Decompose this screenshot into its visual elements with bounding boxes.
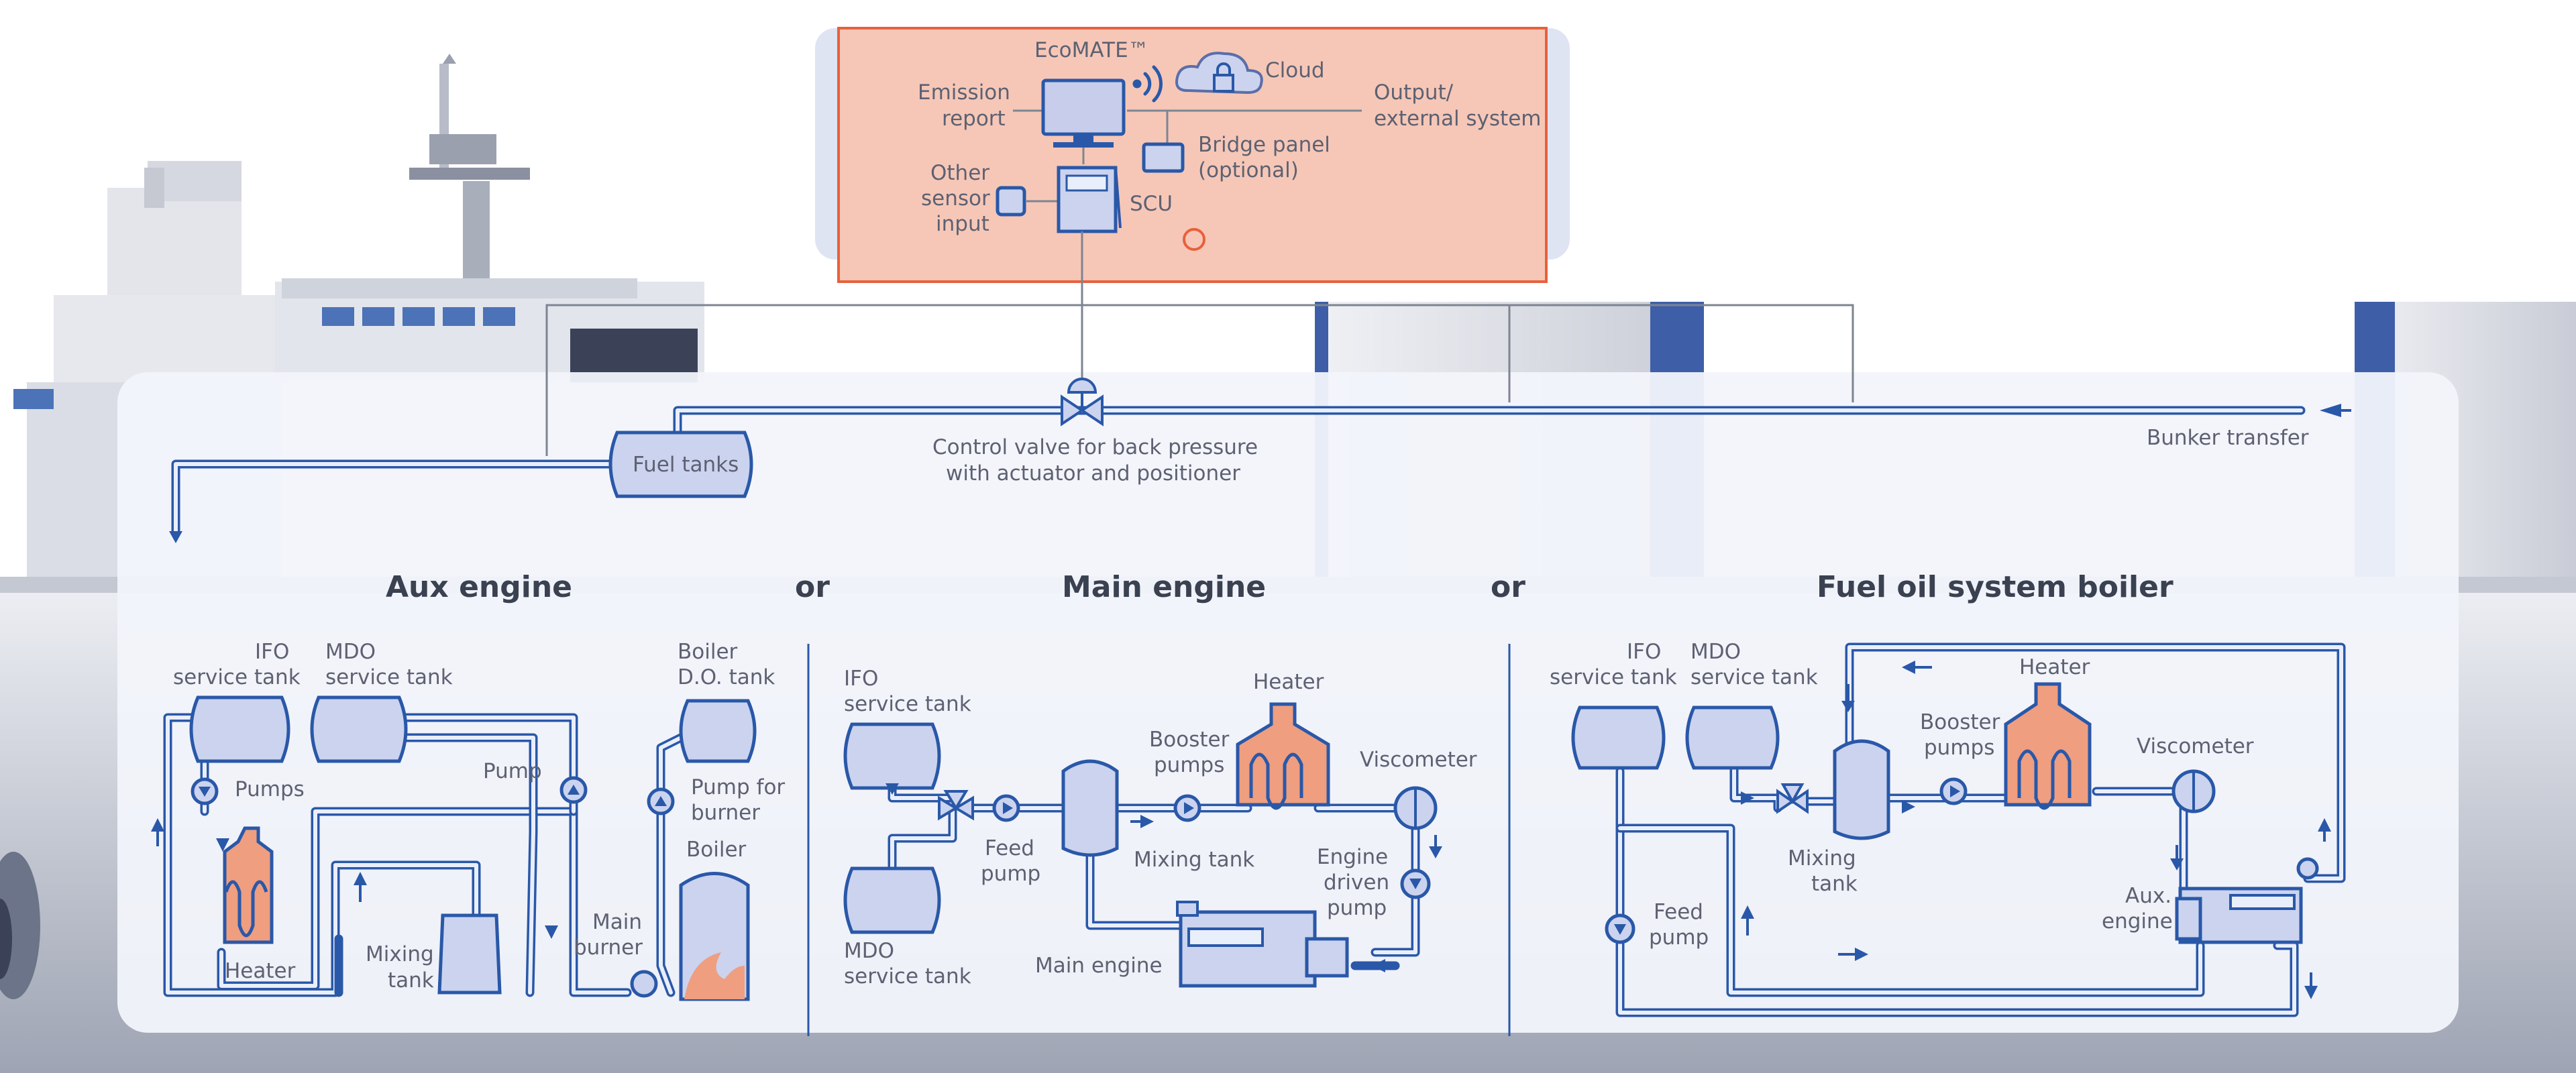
- aux-engine-title: Aux engine: [386, 570, 572, 604]
- boiler-label: Boiler: [686, 838, 747, 862]
- engine-driven-pump-label-3: pump: [1327, 896, 1387, 920]
- engine-driven-pump-label-1: Engine: [1317, 845, 1388, 869]
- main-viscometer-label: Viscometer: [1360, 748, 1477, 772]
- bridge-panel-label-1: Bridge panel: [1198, 133, 1330, 157]
- fob-ifo-label-2: service tank: [1550, 665, 1677, 689]
- ecomate-box: EcoMATE™ Cloud Emission report Output/ e…: [815, 27, 1570, 283]
- pump-for-burner-label-2: burner: [691, 801, 760, 825]
- emission-report-label-1: Emission: [918, 80, 1010, 105]
- control-valve-label-1: Control valve for back pressure: [932, 435, 1258, 459]
- fob-mdo-label-1: MDO: [1690, 640, 1741, 664]
- output-label-1: Output/: [1374, 80, 1454, 105]
- fob-heater-label: Heater: [2019, 655, 2090, 679]
- fob-feed-pump-label-1: Feed: [1654, 900, 1703, 924]
- cloud-icon: [1175, 52, 1263, 95]
- main-mdo-label-2: service tank: [844, 964, 971, 989]
- aux-pump-label: Pump: [483, 759, 542, 783]
- main-booster-label-2: pumps: [1154, 753, 1224, 777]
- main-engine-title: Main engine: [1062, 570, 1266, 604]
- fuel-tanks-label: Fuel tanks: [633, 453, 739, 477]
- aux-engine-section: IFO service tank MDO service tank Boiler…: [151, 640, 785, 1001]
- aux-ifo-label-2: service tank: [173, 665, 301, 689]
- main-booster-label-1: Booster: [1149, 728, 1230, 752]
- fob-booster-label-2: pumps: [1924, 736, 1994, 760]
- aux-boiler-do-label-2: D.O. tank: [678, 665, 775, 689]
- control-valve-icon: [1061, 378, 1104, 427]
- main-feed-pump-label-2: pump: [981, 862, 1040, 886]
- status-indicator: [1183, 228, 1205, 251]
- fob-aux-engine-label-1: Aux.: [2125, 884, 2171, 908]
- scu-label: SCU: [1130, 192, 1173, 216]
- main-feed-pump-label-1: Feed: [985, 836, 1034, 860]
- fob-mixing-tank-label-2: tank: [1811, 872, 1858, 896]
- output-label-2: external system: [1374, 107, 1541, 131]
- main-mixing-tank-label: Mixing tank: [1134, 848, 1254, 872]
- main-engine-icon: [1176, 901, 1349, 988]
- main-mdo-label-1: MDO: [844, 939, 894, 963]
- boiler-system-title: Fuel oil system boiler: [1817, 570, 2174, 604]
- main-ifo-label-1: IFO: [844, 667, 878, 691]
- scu-icon: [1057, 166, 1122, 233]
- boiler-system-section: IFO service tank MDO service tank Heater…: [1550, 640, 2346, 1017]
- other-sensor-label-3: input: [936, 212, 989, 236]
- aux-boiler-do-label-1: Boiler: [678, 640, 738, 664]
- cloud-label: Cloud: [1265, 58, 1325, 82]
- mixing-tank-label-2: tank: [388, 968, 434, 993]
- main-burner-icon: [630, 970, 658, 998]
- emission-report-label-2: report: [942, 107, 1006, 131]
- main-heater-label: Heater: [1253, 670, 1324, 694]
- bridge-panel-label-2: (optional): [1198, 158, 1299, 182]
- sensor-icon: [996, 186, 1026, 217]
- computer-icon: [1041, 78, 1126, 136]
- other-sensor-label-2: sensor: [921, 186, 990, 211]
- or-label-1: or: [795, 570, 830, 604]
- bridge-panel-icon: [1142, 142, 1185, 173]
- fob-mdo-label-2: service tank: [1690, 665, 1818, 689]
- main-valve-icon: [938, 790, 974, 821]
- top-piping: Fuel tanks Control valve for back pressu…: [169, 378, 2351, 543]
- fuel-tanks-icon: [608, 431, 753, 498]
- fob-aux-engine-icon: [2175, 857, 2319, 944]
- fob-viscometer-label: Viscometer: [2137, 734, 2254, 758]
- fob-mixing-tank-label-1: Mixing: [1788, 846, 1856, 870]
- or-label-2: or: [1491, 570, 1525, 604]
- bunker-transfer-label: Bunker transfer: [2147, 426, 2309, 450]
- aux-mdo-label-1: MDO: [325, 640, 376, 664]
- main-ifo-label-2: service tank: [844, 692, 971, 716]
- fob-valve-icon: [1776, 783, 1809, 814]
- aux-heater-label: Heater: [225, 959, 296, 983]
- fob-booster-label-1: Booster: [1920, 710, 2000, 734]
- aux-mdo-label-2: service tank: [325, 665, 453, 689]
- main-burner-label-1: Main: [592, 910, 642, 934]
- aux-ifo-label-1: IFO: [255, 640, 289, 664]
- aux-heater-icon: [223, 826, 274, 944]
- main-engine-label: Main engine: [1035, 954, 1163, 978]
- engine-driven-pump-label-2: driven: [1324, 870, 1389, 895]
- main-burner-label-2: burner: [574, 936, 643, 960]
- fob-ifo-label-1: IFO: [1627, 640, 1661, 664]
- mixing-tank-label-1: Mixing: [366, 942, 434, 966]
- main-heater-icon: [1236, 702, 1330, 807]
- fob-aux-engine-label-2: engine: [2102, 909, 2173, 934]
- aux-pumps-label: Pumps: [235, 777, 305, 801]
- fob-feed-pump-label-2: pump: [1649, 925, 1709, 950]
- ecomate-title: EcoMATE™: [1034, 38, 1149, 62]
- pump-for-burner-label-1: Pump for: [691, 775, 785, 799]
- control-valve-label-2: with actuator and positioner: [946, 461, 1240, 486]
- main-engine-section: IFO service tank MDO service tank Heater…: [843, 667, 1477, 989]
- signal-wires: [545, 231, 1854, 456]
- other-sensor-label-1: Other: [930, 161, 989, 185]
- wireless-icon: [1132, 65, 1163, 103]
